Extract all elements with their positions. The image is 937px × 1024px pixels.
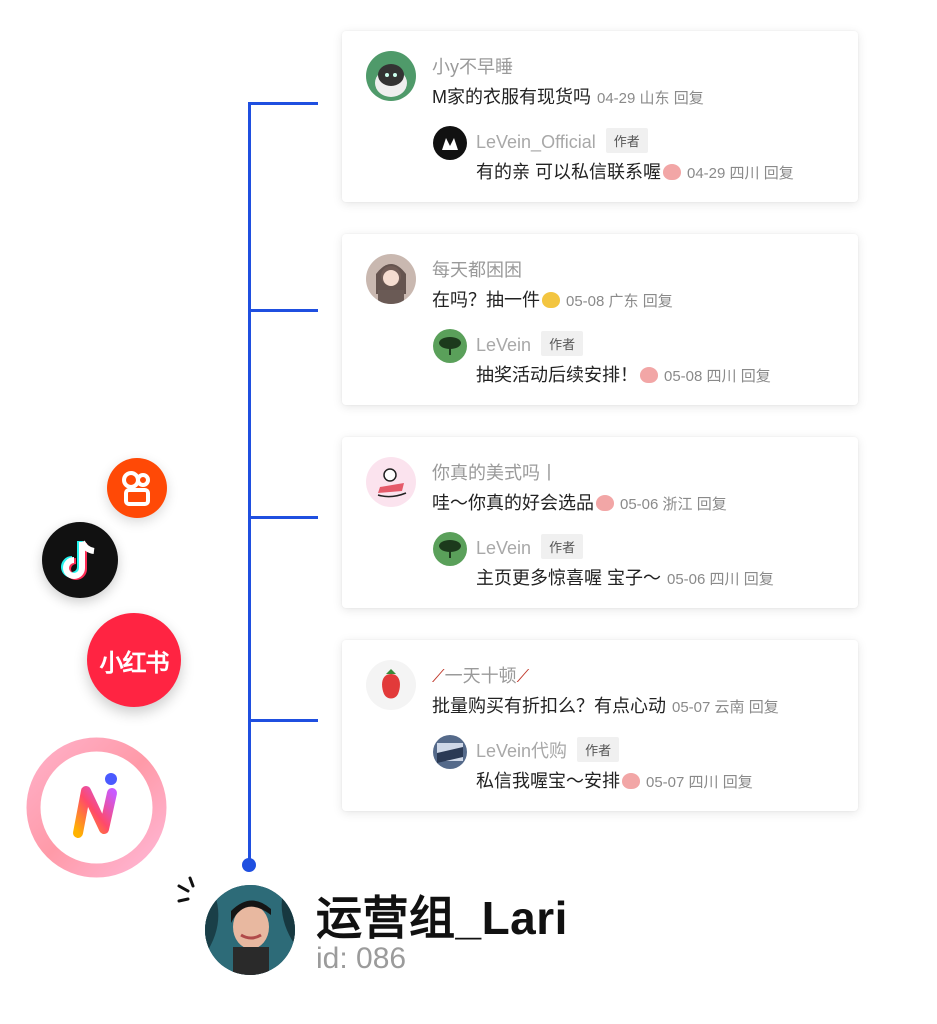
xiaohongshu-logo-text: 小红书 [99, 649, 170, 677]
chopsticks-icon: ⟋ [432, 666, 445, 686]
connector-branch [248, 516, 318, 519]
reply-meta[interactable]: 04-29 四川 回复 [687, 165, 794, 182]
author-badge: 作者 [541, 534, 584, 559]
reply-text: 主页更多惊喜喔 宝子～05-06 四川 回复 [476, 568, 774, 588]
reply-meta[interactable]: 05-06 四川 回复 [667, 571, 774, 588]
comment-meta[interactable]: 04-29 山东 回复 [597, 90, 704, 107]
author-avatar[interactable] [433, 126, 467, 160]
reply-text: 抽奖活动后续安排！05-08 四川 回复 [476, 365, 771, 385]
xiaohongshu-logo-icon[interactable]: 小红书 [87, 613, 181, 707]
commenter-name[interactable]: 每天都困困 [432, 260, 522, 280]
commenter-avatar[interactable] [366, 660, 416, 710]
author-badge: 作者 [577, 737, 620, 762]
author-badge: 作者 [605, 128, 648, 153]
commenter-avatar[interactable] [366, 254, 416, 304]
connector-branch [248, 309, 318, 312]
commenter-name[interactable]: 小y不早睡 [432, 57, 513, 77]
commenter-avatar[interactable] [366, 457, 416, 507]
comment-meta[interactable]: 05-08 广东 回复 [566, 293, 673, 310]
blush-emoji-icon [596, 495, 614, 511]
comment-meta[interactable]: 05-07 云南 回复 [672, 699, 779, 716]
commenter-name[interactable]: ⟋一天十顿⟋ [432, 666, 530, 686]
tiktok-logo-icon[interactable] [42, 522, 118, 598]
blush-emoji-icon [622, 773, 640, 789]
connector-dot [242, 858, 256, 872]
blush-emoji-icon [640, 367, 658, 383]
reply-meta[interactable]: 05-07 四川 回复 [646, 774, 753, 791]
connector-branch [248, 102, 318, 105]
commenter-avatar[interactable] [366, 51, 416, 101]
kuaishou-logo-icon[interactable] [107, 458, 167, 518]
connector-branch [248, 719, 318, 722]
profile-id: id: 086 [316, 942, 407, 975]
reply-meta[interactable]: 05-08 四川 回复 [664, 368, 771, 385]
star-eyes-emoji-icon [542, 292, 560, 308]
author-avatar[interactable] [433, 735, 467, 769]
blush-emoji-icon [663, 164, 681, 180]
sparkle-icon [176, 872, 206, 911]
chopsticks-icon: ⟋ [516, 666, 530, 686]
profile-avatar[interactable] [205, 885, 295, 975]
timeline-connector [248, 102, 251, 864]
commenter-name[interactable]: 你真的美式吗丨 [432, 463, 558, 483]
profile-name: 运营组_Lari [316, 892, 568, 944]
author-avatar[interactable] [433, 329, 467, 363]
reply-author[interactable]: LeVein代购作者 [476, 737, 620, 763]
author-badge: 作者 [541, 331, 584, 356]
app-logo-icon[interactable] [24, 735, 169, 880]
author-avatar[interactable] [433, 532, 467, 566]
comment-meta[interactable]: 05-06 浙江 回复 [620, 496, 727, 513]
